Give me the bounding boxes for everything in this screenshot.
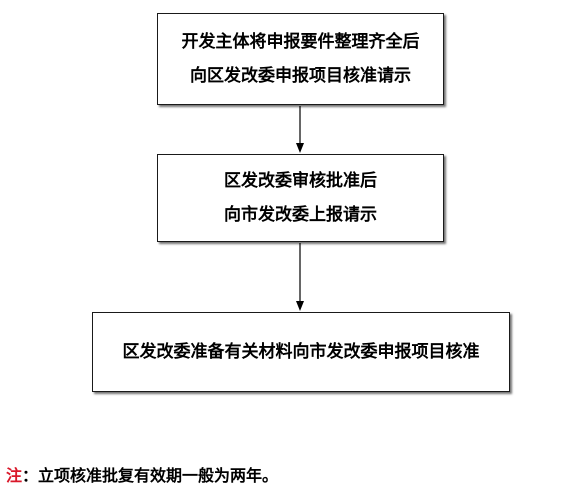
arrow-step1-to-step2: [296, 106, 304, 153]
footnote-colon: ：: [22, 466, 39, 485]
flow-step-2-line-1: 区发改委审核批准后: [224, 171, 377, 191]
flow-step-2: 区发改委审核批准后 向市发改委上报请示: [157, 154, 444, 242]
flow-step-1-line-2: 向区发改委申报项目核准请示: [190, 66, 411, 86]
arrow-step2-to-step3: [296, 243, 304, 311]
flow-step-3-line-1: 区发改委准备有关材料向市发改委申报项目核准: [122, 342, 480, 362]
footnote-text: 立项核准批复有效期一般为两年。: [38, 466, 279, 485]
flow-step-1-line-1: 开发主体将申报要件整理齐全后: [181, 32, 420, 52]
flow-step-3: 区发改委准备有关材料向市发改委申报项目核准: [92, 312, 510, 392]
flow-step-2-line-2: 向市发改委上报请示: [224, 205, 377, 225]
flow-step-1: 开发主体将申报要件整理齐全后 向区发改委申报项目核准请示: [157, 13, 444, 105]
footnote: 注：立项核准批复有效期一般为两年。: [6, 462, 278, 486]
footnote-label: 注: [6, 466, 23, 485]
